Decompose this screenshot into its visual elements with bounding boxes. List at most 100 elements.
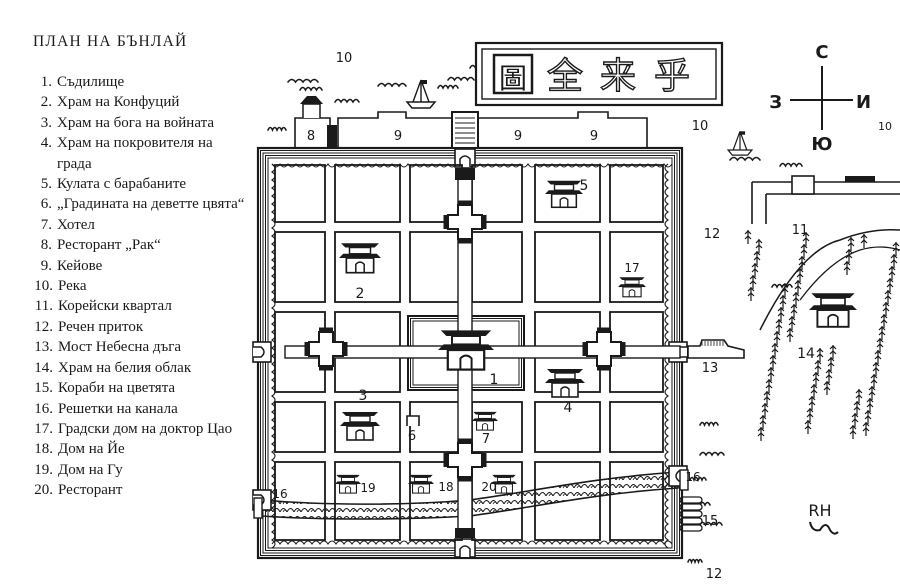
temple-lower-roof <box>438 344 494 350</box>
tree-icon <box>773 331 781 345</box>
signature-monogram-icon <box>809 521 839 535</box>
temple-upper-storey <box>451 335 481 346</box>
city-block <box>334 231 401 303</box>
tree-icon <box>765 379 773 393</box>
legend-item-number: 5. <box>40 176 52 193</box>
boat-hull <box>726 149 754 156</box>
garden-gate-icon <box>406 415 420 426</box>
legend-item-label: Ресторант „Рак“ <box>57 237 161 254</box>
city-gate-icon <box>454 538 476 558</box>
water-ripple <box>699 421 719 427</box>
legend-item-number: 13. <box>34 339 53 356</box>
tree-icon <box>767 367 775 381</box>
legend-title: ПЛАН НА БЪНЛАЙ <box>33 33 188 50</box>
tree-icon <box>827 357 835 371</box>
restaurant-crab-tower <box>302 103 321 118</box>
tree-icon <box>769 355 777 369</box>
tree-icon <box>806 408 814 422</box>
label-korean-quarter: 11 <box>792 223 809 238</box>
quay-1 <box>337 111 453 148</box>
water-ripple <box>299 86 323 92</box>
legend-item-label: Храм на белия облак <box>58 359 192 376</box>
city-block <box>409 231 463 303</box>
legend-item-number: 12. <box>34 318 53 335</box>
legend-item-number: 15. <box>34 380 53 397</box>
east-bank <box>687 175 900 441</box>
legend-item-label: Дом на Йе <box>58 441 125 458</box>
temple-lower-roof <box>809 305 857 310</box>
legend-item-number: 16. <box>34 400 53 417</box>
pavilion-roof <box>319 365 333 371</box>
pavilion-roof <box>319 327 333 333</box>
label-dr-tsao-house: 17 <box>624 261 639 275</box>
tree-icon <box>810 384 818 398</box>
temple-upper-storey <box>349 415 371 423</box>
city-block <box>609 231 664 303</box>
temple-door <box>481 423 489 431</box>
legend-item-label: Храм на Конфуций <box>57 94 180 111</box>
gate-arch <box>253 346 265 358</box>
temple-door <box>628 289 636 297</box>
tree-icon <box>860 234 868 248</box>
tree-icon <box>759 415 767 429</box>
pavilion-body <box>308 331 344 367</box>
pavilion-roof <box>342 342 348 356</box>
korean-quarter-tower <box>845 176 875 182</box>
city-block <box>409 401 463 453</box>
label-ye-house: 18 <box>438 480 453 494</box>
legend-item-label: Кейове <box>57 257 103 274</box>
legend-item-label: Река <box>58 278 87 295</box>
water-ripple <box>687 558 703 565</box>
tree-icon <box>862 422 870 436</box>
legend-item: 17.Градски дом на доктор Цао <box>0 419 248 439</box>
city-block <box>334 461 401 541</box>
legend-item: 5.Кулата с барабаните <box>0 174 248 194</box>
pavilion-roof <box>458 438 472 444</box>
legend-item-label: Съдилище <box>57 74 125 90</box>
legend-item-number: 1. <box>40 74 52 90</box>
temple-door <box>560 386 570 397</box>
temple-body <box>816 309 850 328</box>
city-block <box>274 401 326 453</box>
legend-item: 14.Храм на белия облак <box>0 358 248 378</box>
pavilion-roof <box>481 453 487 467</box>
gate-arch <box>459 545 471 557</box>
tree-icon <box>804 420 812 434</box>
mountain-ridge-icon <box>799 246 900 301</box>
tree-icon <box>761 403 769 417</box>
pavilion-icon <box>443 438 487 482</box>
temple-upper-storey <box>478 414 492 419</box>
legend-item-number: 10. <box>34 278 53 295</box>
flower-boat <box>679 510 703 518</box>
city-block <box>609 401 664 453</box>
legend-item-label: Мост Небесна дъга <box>58 339 182 356</box>
wall-crenellation-west <box>271 163 276 549</box>
north-tower <box>455 168 475 180</box>
label-gu-house: 19 <box>360 481 375 495</box>
artist-signature: RH <box>808 501 839 535</box>
pavilion-body <box>447 204 483 240</box>
tree-icon <box>763 391 771 405</box>
legend-item: 11.Корейски квартал <box>0 296 248 316</box>
tree-icon <box>870 374 878 388</box>
tree-icon <box>786 328 794 342</box>
legend-item-number: 3. <box>40 114 52 131</box>
temple-body <box>622 286 642 298</box>
label-drum-tower: 5 <box>580 178 589 194</box>
canal-grate-west-icon <box>253 497 263 519</box>
tree-icon <box>757 427 765 441</box>
water-ripple <box>267 126 287 132</box>
tree-icon <box>802 232 810 246</box>
temple-upper-storey <box>497 477 511 482</box>
city-block <box>609 461 664 541</box>
temple-body <box>551 382 579 398</box>
label-rainbow-bridge: 13 <box>702 361 719 376</box>
rainbow-bridge-icon <box>687 339 745 359</box>
pavilion-roof <box>481 215 487 229</box>
tree-icon <box>808 396 816 410</box>
tree-icon <box>880 314 888 328</box>
korean-quarter-gate <box>791 175 815 195</box>
temple-lower-roof <box>335 481 361 484</box>
